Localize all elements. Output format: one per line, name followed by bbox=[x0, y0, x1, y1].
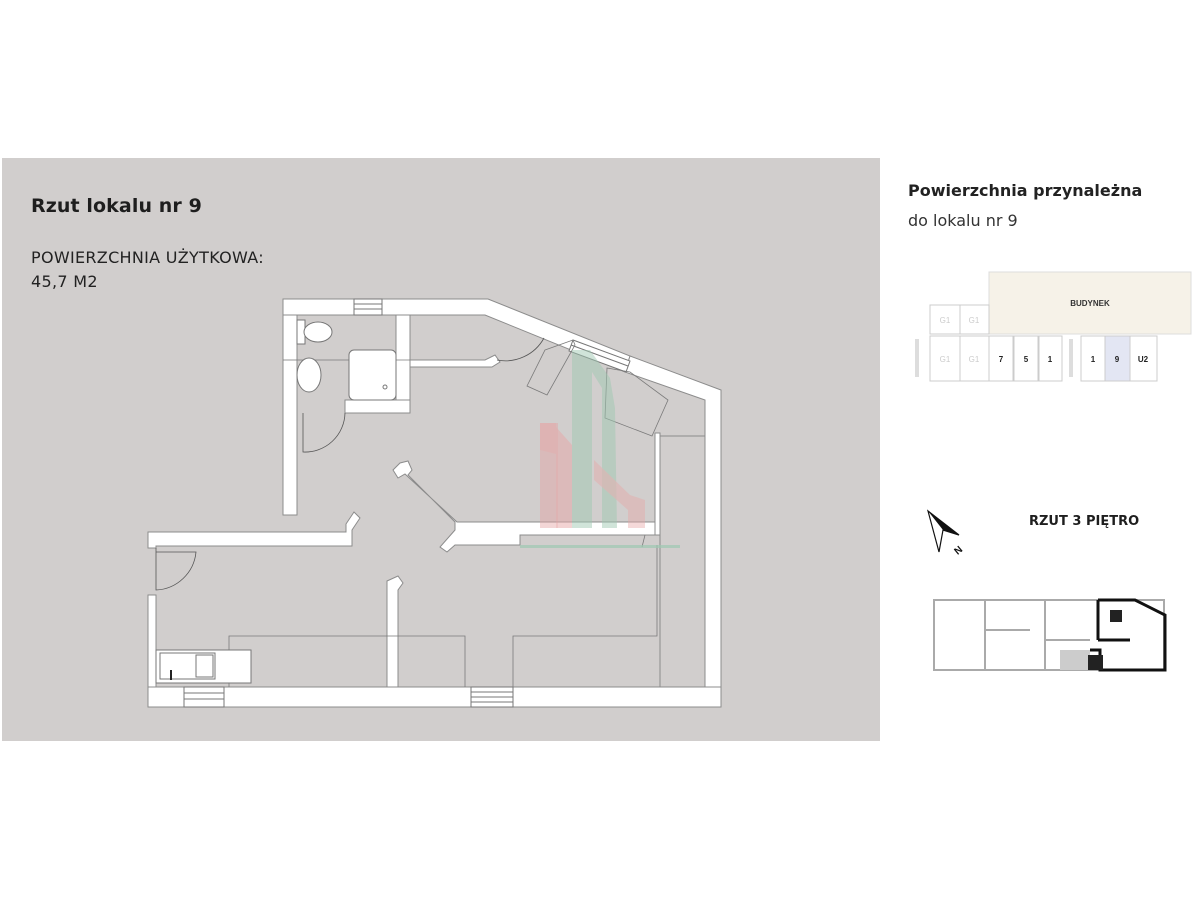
lot-label: G1 bbox=[969, 355, 980, 364]
lot-label: 1 bbox=[1091, 355, 1096, 364]
north-arrow-icon: N bbox=[926, 509, 965, 557]
lot-label: 5 bbox=[1024, 355, 1029, 364]
plan-title: Rzut lokalu nr 9 bbox=[31, 195, 202, 217]
window-top bbox=[353, 298, 383, 316]
watermark-logo bbox=[520, 350, 680, 548]
door-entrance bbox=[155, 548, 197, 591]
associated-area-title: Powierzchnia przynależna bbox=[908, 181, 1143, 200]
window-kitchen bbox=[183, 686, 225, 708]
lot-label: G1 bbox=[940, 355, 951, 364]
closet-wall bbox=[409, 354, 501, 368]
bathroom-wall bbox=[395, 314, 411, 414]
door-bathroom bbox=[302, 412, 346, 453]
usable-area-value: 45,7 M2 bbox=[31, 272, 98, 291]
lot-label: 1 bbox=[1048, 355, 1053, 364]
lot-label: 9 bbox=[1115, 355, 1120, 364]
right-closet bbox=[659, 435, 706, 688]
lot-label: G1 bbox=[940, 316, 951, 325]
corridor-wall bbox=[147, 511, 361, 549]
building-label: BUDYNEK bbox=[1070, 299, 1110, 308]
toilet-icon bbox=[303, 321, 333, 343]
bathroom-left-wall bbox=[282, 314, 298, 516]
bottom-wall bbox=[147, 686, 722, 708]
svg-text:N: N bbox=[952, 544, 965, 557]
usable-area-label: POWIERZCHNIA UŻYTKOWA: bbox=[31, 248, 264, 267]
middle-wall bbox=[386, 575, 404, 688]
lot-label: G1 bbox=[969, 316, 980, 325]
floor-overview-map bbox=[933, 598, 1167, 672]
washbasin-icon bbox=[296, 357, 322, 393]
right-inner-wall bbox=[654, 432, 661, 536]
lot-label: U2 bbox=[1138, 355, 1149, 364]
associated-area-subtitle: do lokalu nr 9 bbox=[908, 211, 1018, 230]
building-block bbox=[988, 271, 1192, 335]
apartment-floor-plan bbox=[147, 298, 722, 708]
highlighted-unit-9 bbox=[1090, 598, 1167, 672]
floor-label: RZUT 3 PIĘTRO bbox=[1029, 514, 1140, 529]
left-wall-lower bbox=[147, 594, 157, 688]
highlighted-lot-9 bbox=[1104, 335, 1131, 382]
site-plan: BUDYNEK G1 G1 G1 G1 7 5 1 1 9 U2 bbox=[915, 271, 1192, 382]
bathroom-bottom-wall bbox=[344, 399, 411, 414]
diagonal-wall bbox=[392, 460, 656, 553]
lot-label: 7 bbox=[999, 355, 1004, 364]
door-closet bbox=[496, 337, 545, 362]
shower-tray bbox=[348, 349, 397, 401]
